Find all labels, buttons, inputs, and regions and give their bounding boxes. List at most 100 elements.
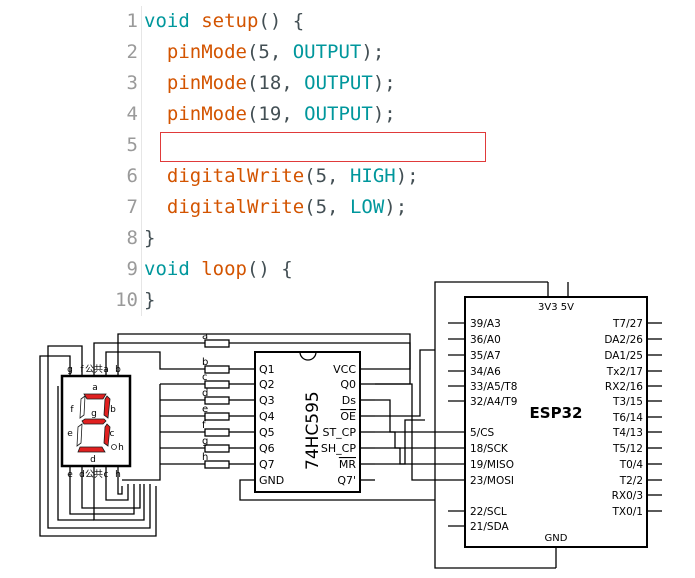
code-token: setup bbox=[201, 10, 259, 32]
code-text: void loop() { bbox=[144, 254, 293, 285]
display-top-pin-label: a bbox=[103, 365, 109, 375]
shift-register-left-pin: Q4 bbox=[259, 410, 275, 423]
esp32-left-pin: 32/A4/T9 bbox=[470, 396, 517, 408]
shift-register-name: 74HC595 bbox=[303, 391, 323, 470]
code-token: OUTPUT bbox=[292, 41, 362, 63]
code-token: ); bbox=[395, 165, 419, 187]
segment-label: d bbox=[90, 455, 96, 465]
esp32-left-pin-stubs bbox=[448, 322, 465, 527]
segment-label: f bbox=[70, 405, 74, 415]
esp32-right-pin-stubs bbox=[647, 322, 662, 512]
segment-label: b bbox=[110, 405, 116, 415]
code-token: () { bbox=[258, 10, 305, 32]
esp32-power-pins: 3V3 5V bbox=[538, 302, 574, 313]
line-number: 7 bbox=[126, 196, 138, 218]
esp32-left-pin: 19/MISO bbox=[470, 459, 514, 471]
seven-segment-display bbox=[60, 374, 132, 468]
code-line: 9 void loop() { bbox=[108, 254, 608, 285]
shift-register-left-pin: Q1 bbox=[259, 363, 275, 376]
esp32-left-pin: 23/MOSI bbox=[470, 475, 514, 487]
segment-label: g bbox=[91, 409, 97, 419]
esp32-right-pin: Tx2/17 bbox=[606, 366, 643, 378]
wire-label: f bbox=[202, 420, 206, 431]
code-token: digitalWrite bbox=[166, 165, 305, 187]
wire-label: h bbox=[202, 452, 208, 463]
code-token: pinMode bbox=[166, 72, 247, 94]
code-line: 10} bbox=[108, 285, 608, 316]
code-token: ); bbox=[361, 41, 385, 63]
esp32-left-pin: 35/A7 bbox=[470, 350, 501, 362]
shift-register-left-pin: Q7 bbox=[259, 458, 275, 471]
code-token: } bbox=[144, 227, 156, 249]
code-token: (5, bbox=[246, 41, 293, 63]
display-bottom-pin-label: 公共 bbox=[85, 469, 103, 480]
line-number: 6 bbox=[126, 165, 138, 187]
line-number-gutter bbox=[141, 6, 142, 316]
esp32-right-pin: T2/2 bbox=[619, 475, 643, 487]
esp32-left-pin: 33/A5/T8 bbox=[470, 381, 517, 393]
wire-label: d bbox=[202, 388, 208, 399]
code-text: digitalWrite(5, LOW); bbox=[144, 192, 407, 223]
esp32-right-pin: DA2/26 bbox=[604, 334, 643, 346]
code-line: 2 pinMode(5, OUTPUT); bbox=[108, 37, 608, 68]
code-text: pinMode(19, OUTPUT); bbox=[144, 99, 396, 130]
code-token: OUTPUT bbox=[304, 72, 373, 94]
esp32-name: ESP32 bbox=[530, 404, 583, 422]
resistor-g bbox=[204, 444, 230, 453]
resistor-c bbox=[204, 380, 230, 389]
shift-register-right-pin: OE bbox=[340, 410, 356, 423]
esp32-left-pin: 5/CS bbox=[470, 427, 495, 439]
code-token: void bbox=[144, 258, 190, 280]
esp32-right-pin: RX0/3 bbox=[612, 490, 643, 502]
esp32-left-pin: 34/A6 bbox=[470, 366, 501, 378]
esp32-left-pin: 39/A3 bbox=[470, 318, 501, 330]
shift-register-right-pin: SH_CP bbox=[321, 442, 356, 455]
esp32-left-pin: 21/SDA bbox=[470, 521, 509, 533]
wire-label: b bbox=[202, 357, 208, 368]
segment-label: a bbox=[92, 383, 98, 393]
code-token: OUTPUT bbox=[304, 103, 373, 125]
wire-label: c bbox=[202, 372, 208, 383]
line-number: 2 bbox=[126, 41, 138, 63]
wire-label: e bbox=[202, 404, 208, 415]
code-token: (18, bbox=[246, 72, 305, 94]
resistor-b bbox=[204, 365, 230, 374]
esp32-right-pin: RX2/16 bbox=[605, 381, 643, 393]
esp32-right-pin: T7/27 bbox=[612, 318, 643, 330]
resistor-a bbox=[204, 339, 230, 348]
code-line: 5 bbox=[108, 130, 608, 161]
resistor-h bbox=[204, 460, 230, 469]
shift-register-right-pin: Q0 bbox=[340, 378, 356, 391]
code-text: } bbox=[144, 223, 155, 254]
line-number: 3 bbox=[126, 72, 138, 94]
code-token: (5, bbox=[304, 196, 350, 218]
esp32-right-pin: DA1/25 bbox=[604, 350, 643, 362]
segment-label: h bbox=[118, 443, 124, 453]
display-top-pin-label: g bbox=[67, 365, 73, 375]
code-token: } bbox=[144, 289, 156, 311]
line-number: 9 bbox=[126, 258, 138, 280]
esp32-right-pin: T5/12 bbox=[612, 443, 643, 455]
esp32-left-pin: 36/A0 bbox=[470, 334, 501, 346]
shift-register-left-pin: GND bbox=[259, 474, 284, 487]
seven-segment-digit bbox=[76, 393, 117, 453]
code-text: pinMode(18, OUTPUT); bbox=[144, 68, 396, 99]
shift-register-left-pin: Q3 bbox=[259, 394, 275, 407]
esp32-right-pin: T4/13 bbox=[612, 427, 643, 439]
code-token: LOW bbox=[349, 196, 385, 218]
esp32-right-pin: TX0/1 bbox=[611, 506, 643, 518]
resistor-f bbox=[204, 428, 230, 437]
resistor-e bbox=[204, 412, 230, 421]
code-line: 7 digitalWrite(5, LOW); bbox=[108, 192, 608, 223]
code-token: pinMode bbox=[166, 103, 247, 125]
display-top-pin-label: b bbox=[115, 365, 121, 375]
shift-register-right-pin: Ds bbox=[342, 394, 356, 407]
line-number: 10 bbox=[115, 289, 138, 311]
esp32-right-pin: T6/14 bbox=[612, 412, 643, 424]
code-text: } bbox=[144, 285, 155, 316]
code-token: digitalWrite bbox=[166, 196, 305, 218]
code-line: 8} bbox=[108, 223, 608, 254]
code-line: 6 digitalWrite(5, HIGH); bbox=[108, 161, 608, 192]
